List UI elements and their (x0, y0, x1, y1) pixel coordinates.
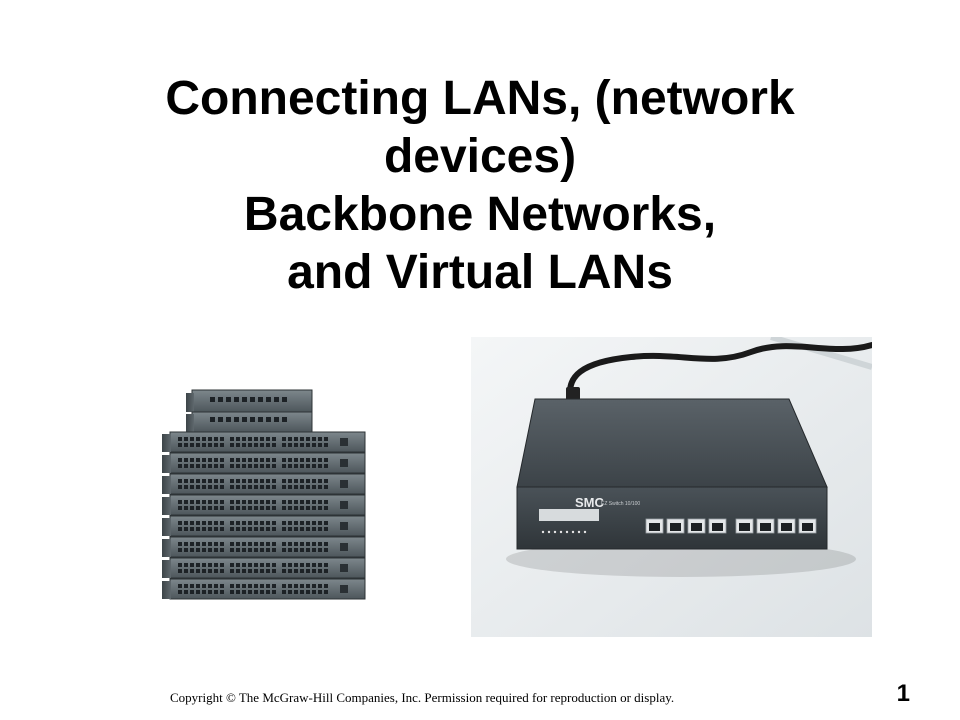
rj45-port (798, 518, 817, 534)
rj45-port (735, 518, 754, 534)
rack-switch-unit (162, 473, 366, 495)
stacked-switches-image (162, 389, 366, 600)
title-line: devices) (383, 130, 577, 183)
top-switch-unit (186, 411, 313, 433)
rack-switch-unit (162, 515, 366, 537)
svg-text:EZ Switch 10/100: EZ Switch 10/100 (601, 501, 640, 507)
rj45-port (708, 518, 727, 534)
rack-switch-unit (162, 578, 366, 600)
smc-switch-image: SMC EZ Switch 10/100 (471, 337, 872, 637)
rack-switch-unit (162, 494, 366, 516)
rack-switch-unit (162, 557, 366, 579)
title-line: Connecting LANs, (network (165, 72, 795, 125)
top-switch-unit (186, 389, 313, 413)
rj45-port (777, 518, 796, 534)
rack-switch-unit (162, 452, 366, 474)
rack-switch-unit (162, 536, 366, 558)
rack-switch-unit (162, 431, 366, 453)
rj45-port (645, 518, 664, 534)
power-cable (567, 342, 872, 402)
smc-logo: SMC (575, 495, 605, 510)
rj45-port (687, 518, 706, 534)
rj45-port (666, 518, 685, 534)
switch-top-panel (516, 398, 828, 488)
title-line: Backbone Networks, (243, 188, 717, 241)
slide-number: 1 (896, 680, 910, 707)
slide-title: Connecting LANs, (network devices) Backb… (60, 70, 900, 302)
title-line: and Virtual LANs (287, 246, 673, 299)
rj45-port (756, 518, 775, 534)
copyright-footer: Copyright © The McGraw-Hill Companies, I… (170, 690, 675, 705)
